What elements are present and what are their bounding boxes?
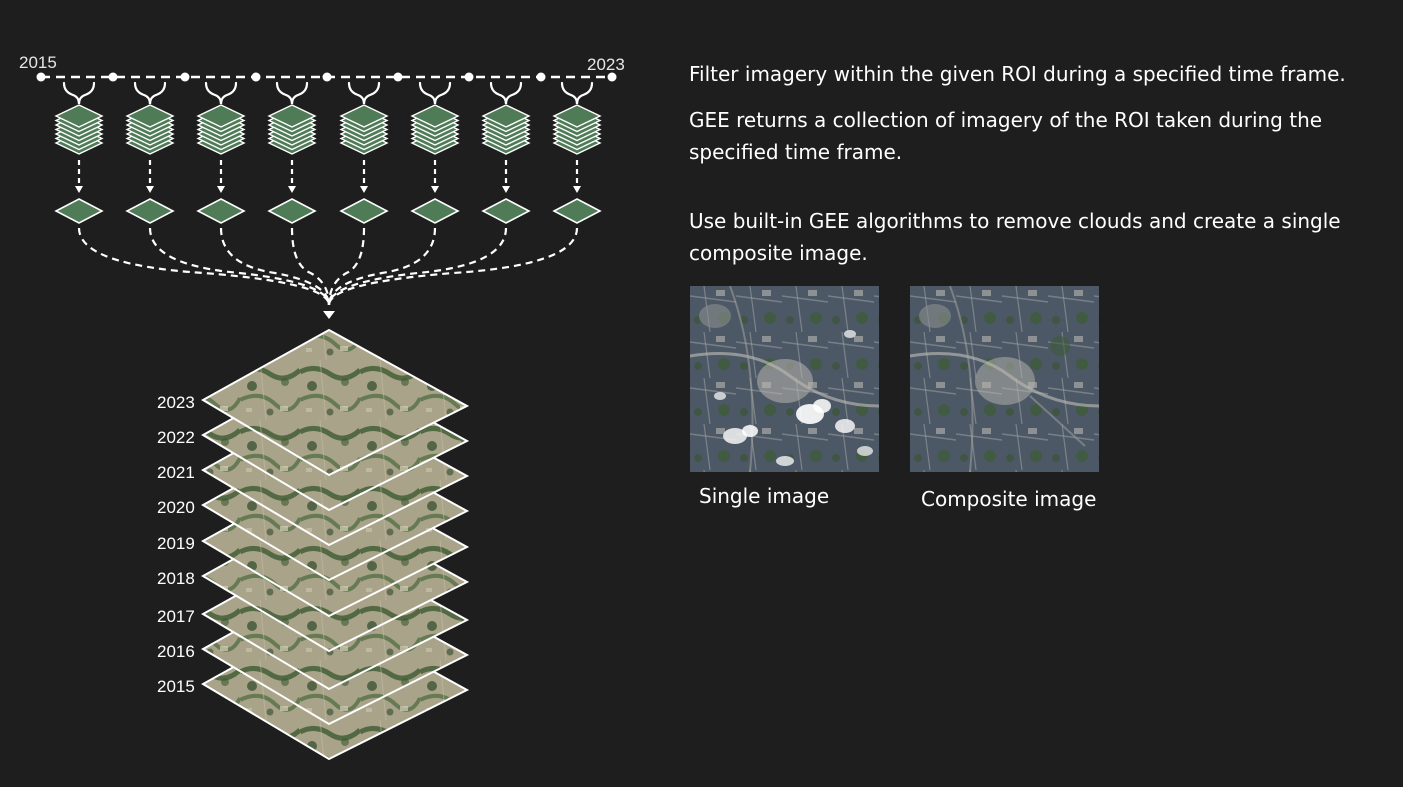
arrow-down-icon: [323, 311, 335, 319]
merge-line: [327, 227, 437, 306]
single-layer-icon: [410, 198, 460, 224]
stack-year-label: 2019: [157, 534, 195, 553]
merge-line: [290, 227, 331, 306]
arrow-down-icon: [288, 186, 296, 193]
bracket-icon: [347, 81, 381, 105]
year-column: [196, 81, 246, 224]
single-layer-icon: [552, 198, 602, 224]
timeline-tick: [251, 72, 261, 82]
year-layer: [200, 328, 470, 477]
year-column: [410, 81, 460, 224]
single-image-thumbnail: [690, 286, 879, 472]
timeline-tick: [536, 72, 546, 82]
single-layer-icon: [267, 198, 317, 224]
stack-year-label: 2015: [157, 677, 195, 696]
stack-year-label: 2018: [157, 569, 195, 588]
timeline-tick: [393, 72, 403, 82]
layer-stack-icon: [552, 104, 602, 155]
stack-year-label: 2022: [157, 428, 195, 447]
workflow-diagram: 2015 2023 202320222021202020192018201720…: [19, 53, 625, 761]
timeline-end-year: 2023: [587, 55, 625, 74]
arrow-down-icon: [75, 186, 83, 193]
year-column: [125, 81, 175, 224]
layer-stack-icon: [267, 104, 317, 155]
stack-year-label: 2021: [157, 463, 195, 482]
bracket-icon: [489, 81, 523, 105]
bracket-icon: [275, 81, 309, 105]
stack-year-label: 2016: [157, 642, 195, 661]
arrow-down-icon: [360, 186, 368, 193]
arrow-down-icon: [502, 186, 510, 193]
single-layer-icon: [196, 198, 246, 224]
bracket-icon: [62, 81, 96, 105]
single-layer-icon: [481, 198, 531, 224]
layer-stack-icon: [196, 104, 246, 155]
year-column: [339, 81, 389, 224]
timeline-tick: [108, 72, 118, 82]
arrow-down-icon: [573, 186, 581, 193]
merge-line: [327, 227, 366, 306]
bracket-icon: [560, 81, 594, 105]
layer-stack-icon: [54, 104, 104, 155]
timeline-ticks: [36, 72, 617, 82]
merge-line: [327, 227, 579, 306]
yearly-collections: [54, 81, 602, 224]
timeline-tick: [607, 72, 617, 82]
bracket-icon: [133, 81, 167, 105]
composite-stack: 2023 2022 2021 2020 2019 2018 2017 2016 2015: [157, 328, 470, 761]
timeline: 2015 2023: [19, 53, 625, 79]
timeline-tick: [464, 72, 474, 82]
stack-year-label: 2023: [157, 393, 195, 412]
composite-image-caption: Composite image: [921, 487, 1097, 511]
merge-line: [148, 227, 331, 306]
single-layer-icon: [125, 198, 175, 224]
merge-line: [219, 227, 331, 306]
layer-stack-icon: [339, 104, 389, 155]
timeline-tick: [322, 72, 332, 82]
collection-description: GEE returns a collection of imagery of t…: [689, 108, 1323, 164]
arrow-down-icon: [217, 186, 225, 193]
stack-year-label: 2017: [157, 607, 195, 626]
layer-stack-icon: [410, 104, 460, 155]
composite-description: Use built-in GEE algorithms to remove cl…: [689, 209, 1341, 265]
timeline-start-year: 2015: [19, 53, 57, 72]
year-column: [267, 81, 317, 224]
year-column: [552, 81, 602, 224]
single-layer-icon: [339, 198, 389, 224]
arrow-down-icon: [431, 186, 439, 193]
filter-description: Filter imagery within the given ROI duri…: [689, 62, 1346, 86]
stack-year-label: 2020: [157, 498, 195, 517]
single-image-caption: Single image: [699, 484, 830, 508]
bracket-icon: [418, 81, 452, 105]
single-layer-icon: [54, 198, 104, 224]
year-column: [481, 81, 531, 224]
timeline-tick: [36, 72, 46, 82]
merge-line: [77, 227, 331, 306]
bracket-icon: [204, 81, 238, 105]
year-column: [54, 81, 104, 224]
timeline-tick: [180, 72, 190, 82]
layer-stack-icon: [481, 104, 531, 155]
composite-image-thumbnail: [910, 286, 1099, 472]
arrow-down-icon: [146, 186, 154, 193]
layer-stack-icon: [125, 104, 175, 155]
merge-lines: [77, 227, 579, 319]
